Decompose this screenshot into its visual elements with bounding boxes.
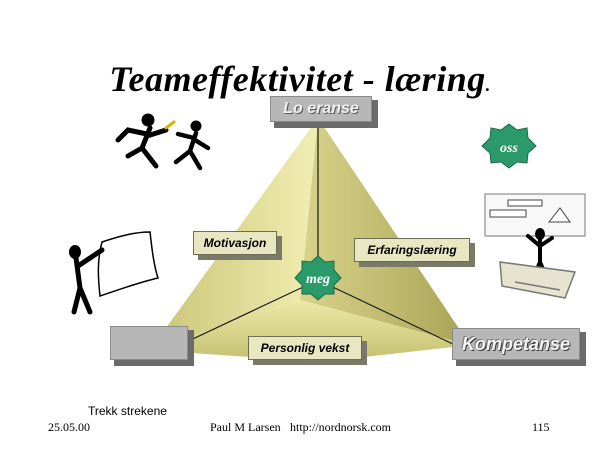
label-growth: Personlig vekst <box>248 336 362 360</box>
footer-date: 25.05.00 <box>48 420 90 434</box>
diagram-lines <box>179 118 456 346</box>
note-text: Trekk strekene <box>88 404 167 418</box>
corner-box-top: Lo eranse <box>270 96 372 122</box>
label-motivation: Motivasjon <box>193 231 277 255</box>
oss-label: oss <box>500 141 518 156</box>
title-text: Teameffektivitet - læring <box>109 59 486 99</box>
footer-page-number: 115 <box>532 420 550 434</box>
footer-author: Paul M Larsen <box>210 420 281 434</box>
label-experience: Erfaringslæring <box>354 238 470 262</box>
oss-badge: oss <box>481 123 537 169</box>
title-dot: . <box>485 75 491 95</box>
corner-box-right: Kompetanse <box>452 328 580 360</box>
man-with-sign-icon <box>69 231 159 315</box>
corner-box-left <box>110 326 188 360</box>
running-figures-icon <box>115 113 211 171</box>
meg-label: meg <box>306 272 330 287</box>
person-with-charts-icon <box>484 193 586 299</box>
footer-url: http://nordnorsk.com <box>290 420 391 434</box>
meg-badge: meg <box>294 255 342 301</box>
slide-title: Teameffektivitet - læring. <box>0 58 600 100</box>
